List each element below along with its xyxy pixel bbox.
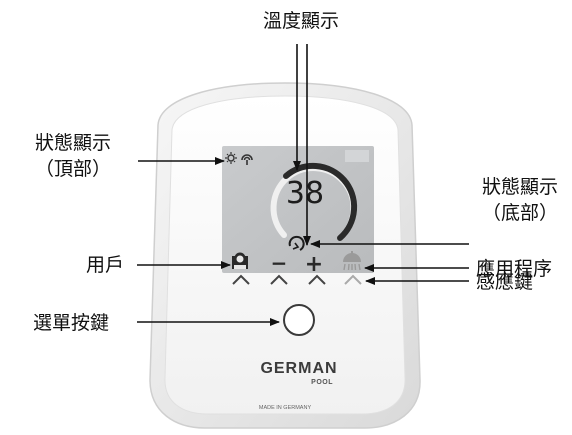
shower-icon <box>343 251 361 271</box>
label-menu-key: 選單按鍵 <box>33 312 110 334</box>
plus-symbol[interactable]: + <box>305 252 323 277</box>
sensor-key-2[interactable] <box>270 274 288 285</box>
screen-glare <box>345 150 369 162</box>
menu-button[interactable] <box>283 304 315 336</box>
sun-icon <box>225 152 237 164</box>
label-status-bottom: 狀態顯示 （底部） <box>466 176 572 224</box>
label-status-top-line2: （頂部） <box>34 158 111 180</box>
label-temperature-display: 溫度顯示 <box>263 10 340 32</box>
label-application: 應用程序 <box>476 258 553 280</box>
label-status-top-line1: 狀態顯示 <box>34 132 111 154</box>
user-icon <box>232 252 248 269</box>
minus-symbol[interactable]: − <box>271 251 288 275</box>
made-in-label: MADE IN GERMANY <box>259 405 312 411</box>
wifi-icon <box>241 154 253 165</box>
label-status-bottom-line2: （底部） <box>481 202 558 224</box>
temperature-value: 38 <box>286 176 324 211</box>
sensor-key-4[interactable] <box>344 274 362 285</box>
label-status-top: 狀態顯示 （頂部） <box>14 132 132 180</box>
brand-main: GERMAN <box>260 360 337 377</box>
sensor-key-1[interactable] <box>232 274 250 285</box>
label-status-bottom-line1: 狀態顯示 <box>481 176 558 198</box>
brand-sub: POOL <box>311 379 333 386</box>
label-sensor-keys: 感應鍵 <box>476 271 534 293</box>
label-user: 用戶 <box>86 254 125 276</box>
sensor-key-3[interactable] <box>308 274 326 285</box>
timer-icon <box>288 235 305 251</box>
temperature-ring-fill <box>283 162 358 241</box>
